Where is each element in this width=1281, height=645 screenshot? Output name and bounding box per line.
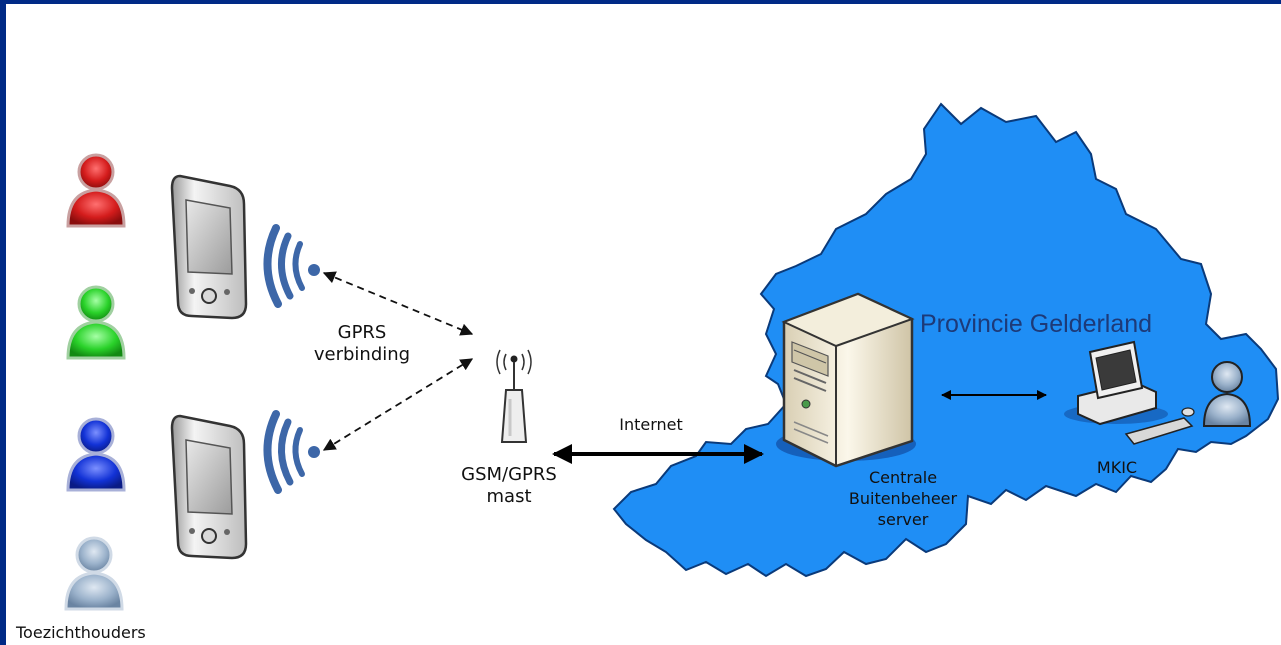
mast-label-line2: mast: [486, 486, 532, 507]
gprs-link-top-arrow: [322, 271, 474, 336]
server-label-line1: Centrale: [868, 468, 938, 487]
supervisors-label: Toezichthouders: [16, 623, 146, 642]
server-label: Centrale Buitenbeheer server: [838, 467, 968, 530]
mast-label-line1: GSM/GPRS: [461, 464, 557, 485]
person-icon-green: [66, 285, 126, 360]
gprs-link-bottom-arrow: [322, 358, 474, 451]
map-provincie-gelderland: [612, 102, 1280, 578]
diagram-canvas: GPRS verbinding GSM/GPRS mast Internet P…: [6, 4, 1281, 645]
internet-label: Internet: [619, 415, 683, 434]
person-icon-blue: [66, 417, 126, 492]
mast-label: GSM/GPRS mast: [444, 464, 574, 508]
antenna-mast-icon: [496, 349, 532, 443]
gprs-link-label-line2: verbinding: [313, 344, 411, 365]
gprs-link-label-line1: GPRS: [337, 322, 387, 343]
server-label-line2: Buitenbeheer: [848, 489, 958, 508]
region-label: Provincie Gelderland: [920, 310, 1153, 338]
desktop-computer-icon: [1064, 340, 1195, 445]
person-icon-operator: [1202, 361, 1252, 427]
person-icon-red: [66, 153, 126, 228]
server-tower-icon: [776, 292, 916, 468]
pda-icon-top: [170, 174, 248, 320]
wireless-signal-icon-top: [263, 224, 320, 308]
pda-icon-bottom: [170, 414, 248, 560]
wireless-signal-icon-bottom: [263, 410, 320, 494]
gprs-link-label: GPRS verbinding: [302, 322, 422, 366]
person-icon-grey: [64, 536, 124, 611]
mkic-label: MKIC: [1096, 458, 1138, 477]
server-label-line3: server: [877, 510, 929, 529]
